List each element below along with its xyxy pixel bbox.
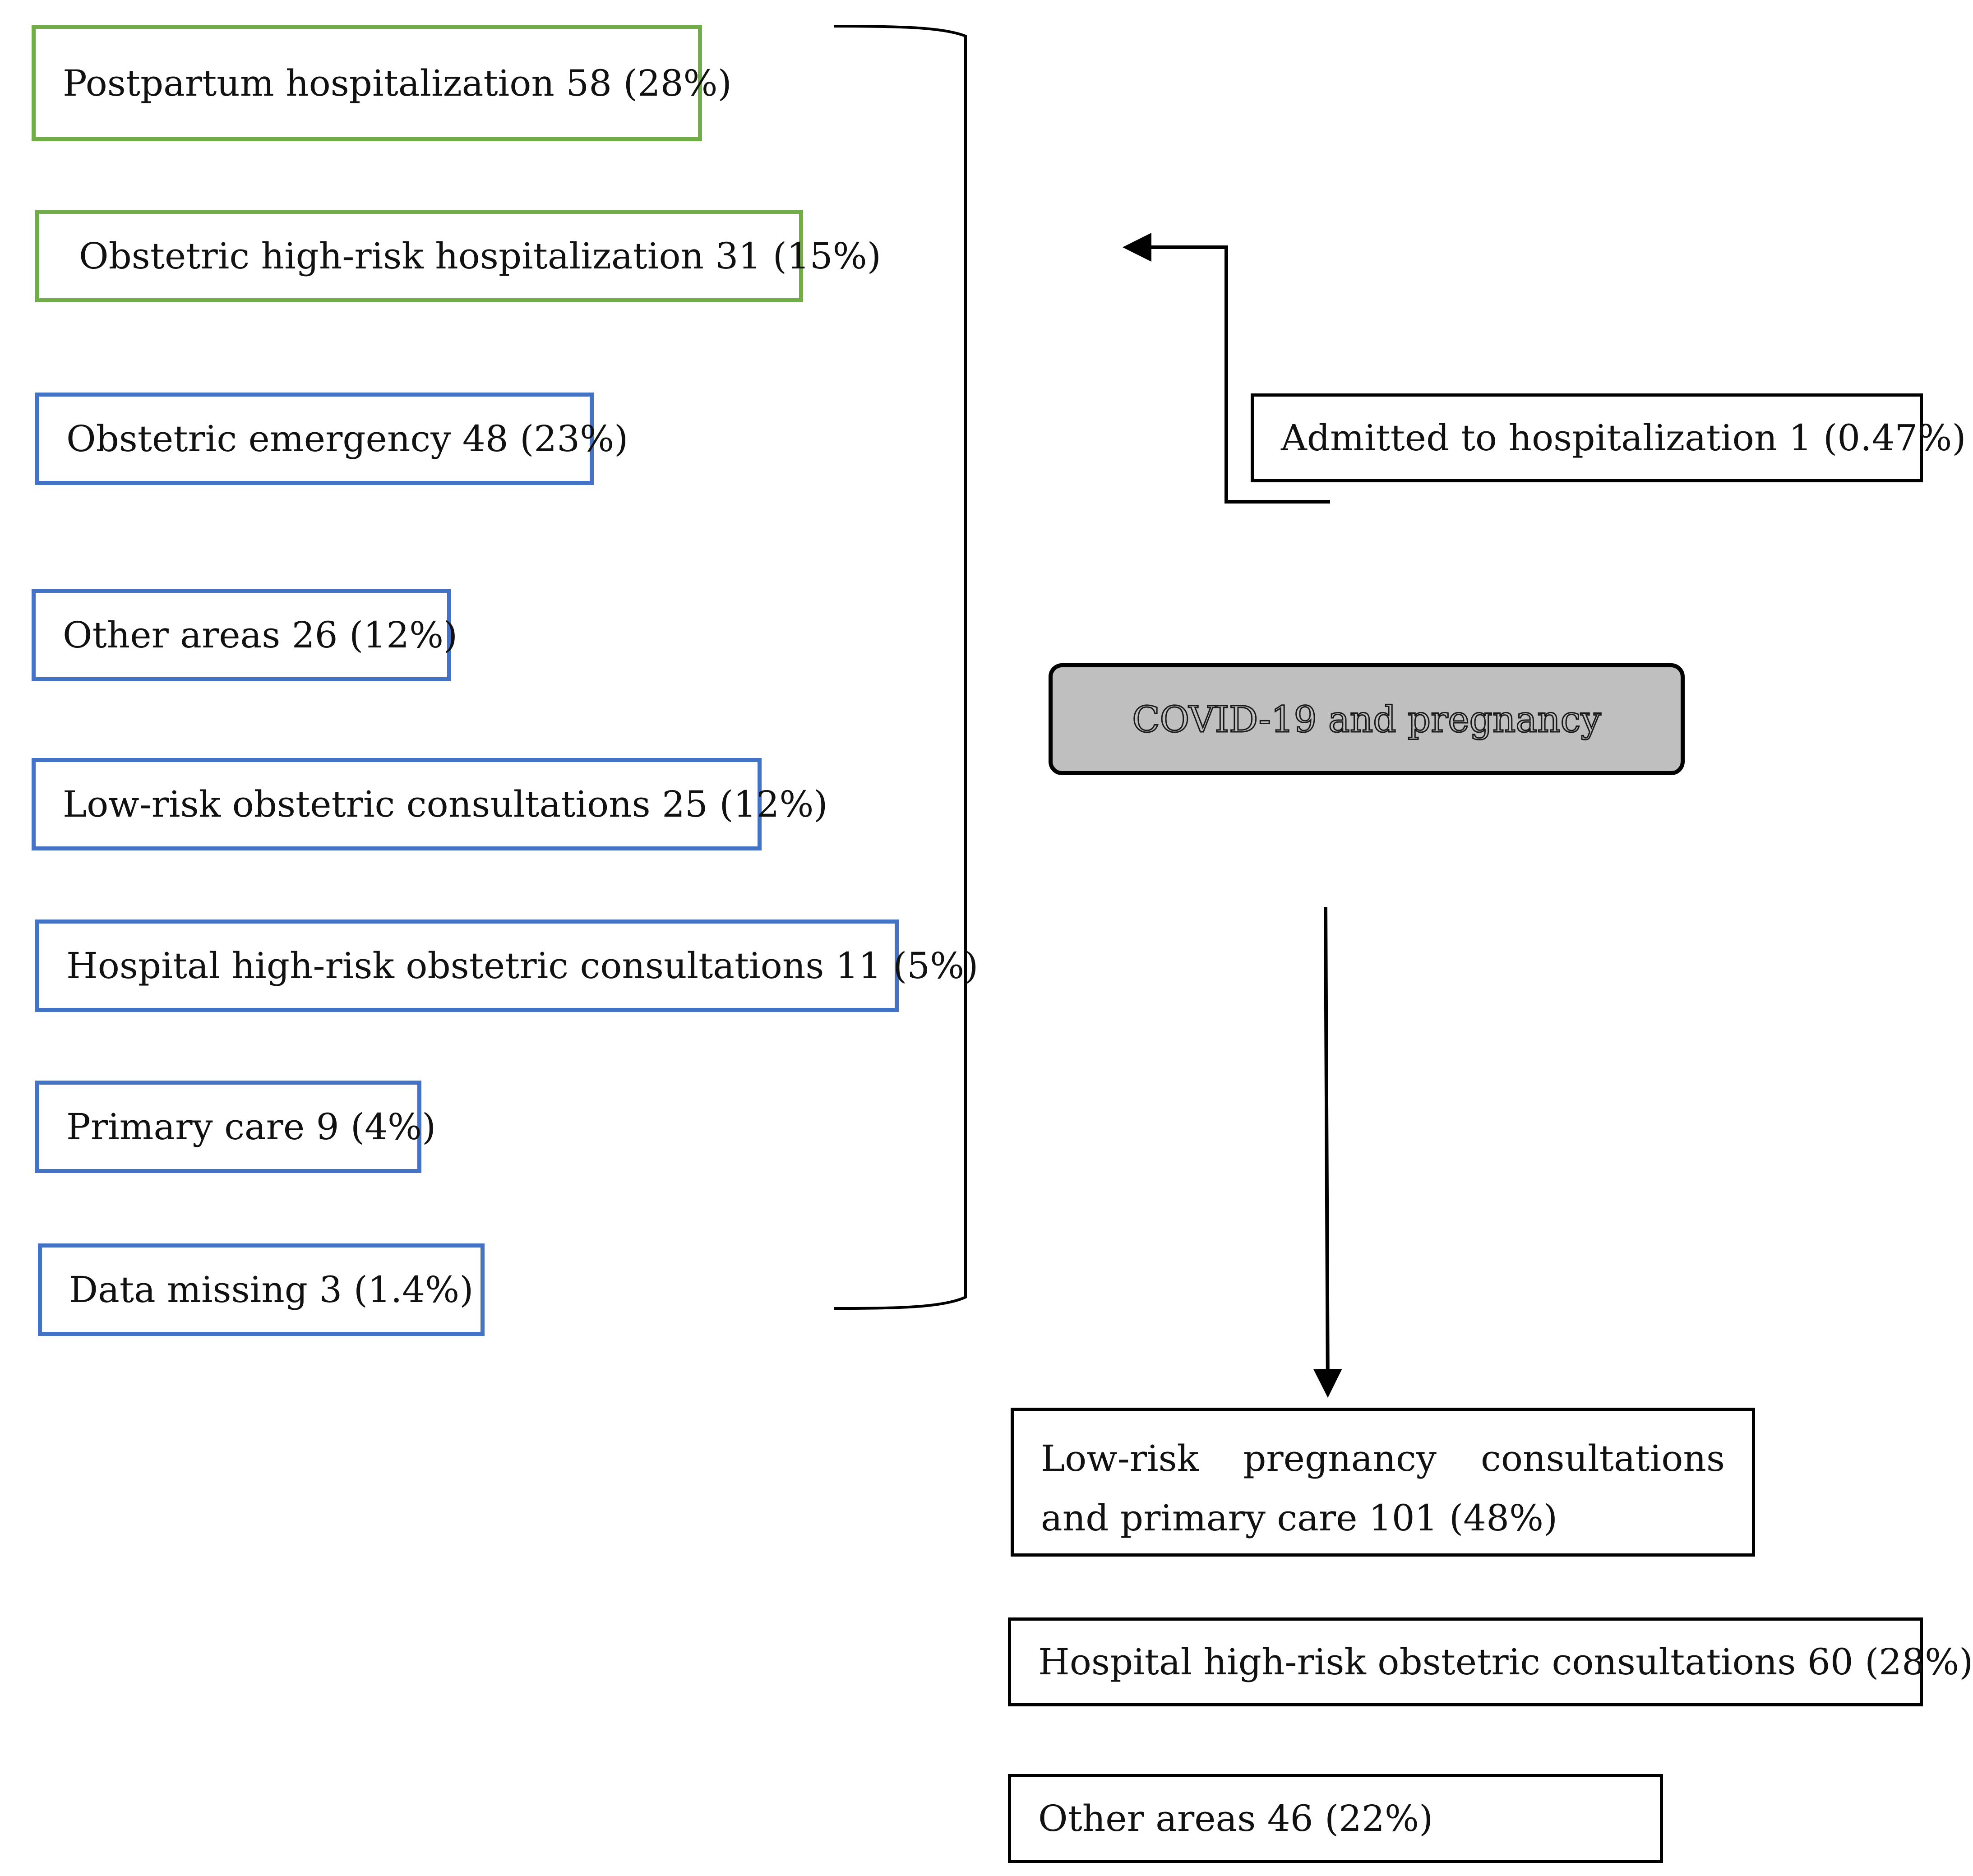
center-node-covid-pregnancy: COVID-19 and pregnancy xyxy=(1049,663,1685,775)
box-primary-care: Primary care 9 (4%) xyxy=(35,1081,436,1173)
box-label: Admitted to hospitalization 1 (0.47%) xyxy=(1281,417,1966,459)
box-admitted-to-hospitalization: Admitted to hospitalization 1 (0.47%) xyxy=(1251,393,1966,482)
box-postpartum-hospitalization: Postpartum hospitalization 58 (28%) xyxy=(32,25,732,141)
left-group-bracket xyxy=(833,25,967,1310)
box-other-areas-bottom: Other areas 46 (22%) xyxy=(1008,1774,1663,1863)
box-label: Postpartum hospitalization 58 (28%) xyxy=(63,62,732,104)
center-to-bottom-arrow xyxy=(1313,906,1342,1398)
box-label: Low-risk obstetric consultations 25 (12%… xyxy=(63,783,828,825)
box-label: Obstetric emergency 48 (23%) xyxy=(66,418,628,460)
box-label: Other areas 46 (22%) xyxy=(1038,1797,1433,1839)
box-label: Low-risk pregnancy consultations and pri… xyxy=(1041,1437,1725,1539)
box-low-risk-pregnancy-primary-care: Low-risk pregnancy consultations and pri… xyxy=(1011,1408,1755,1557)
box-low-risk-obstetric-consultations: Low-risk obstetric consultations 25 (12%… xyxy=(32,758,828,850)
admitted-to-group-arrow xyxy=(1123,233,1330,504)
box-label: Hospital high-risk obstetric consultatio… xyxy=(66,945,979,987)
box-label: Primary care 9 (4%) xyxy=(66,1106,436,1148)
box-label: Other areas 26 (12%) xyxy=(63,614,458,656)
box-data-missing: Data missing 3 (1.4%) xyxy=(38,1243,485,1336)
box-hospital-high-risk-consultations-bottom: Hospital high-risk obstetric consultatio… xyxy=(1008,1617,1973,1706)
box-label: Hospital high-risk obstetric consultatio… xyxy=(1038,1641,1973,1683)
box-obstetric-high-risk-hospitalization: Obstetric high-risk hospitalization 31 (… xyxy=(35,210,881,302)
box-label: Data missing 3 (1.4%) xyxy=(69,1269,474,1311)
box-other-areas-left: Other areas 26 (12%) xyxy=(32,589,457,681)
box-obstetric-emergency: Obstetric emergency 48 (23%) xyxy=(35,393,628,485)
center-label: COVID-19 and pregnancy xyxy=(1132,698,1602,741)
box-hospital-high-risk-consultations-left: Hospital high-risk obstetric consultatio… xyxy=(35,920,978,1012)
box-label: Obstetric high-risk hospitalization 31 (… xyxy=(79,235,881,277)
